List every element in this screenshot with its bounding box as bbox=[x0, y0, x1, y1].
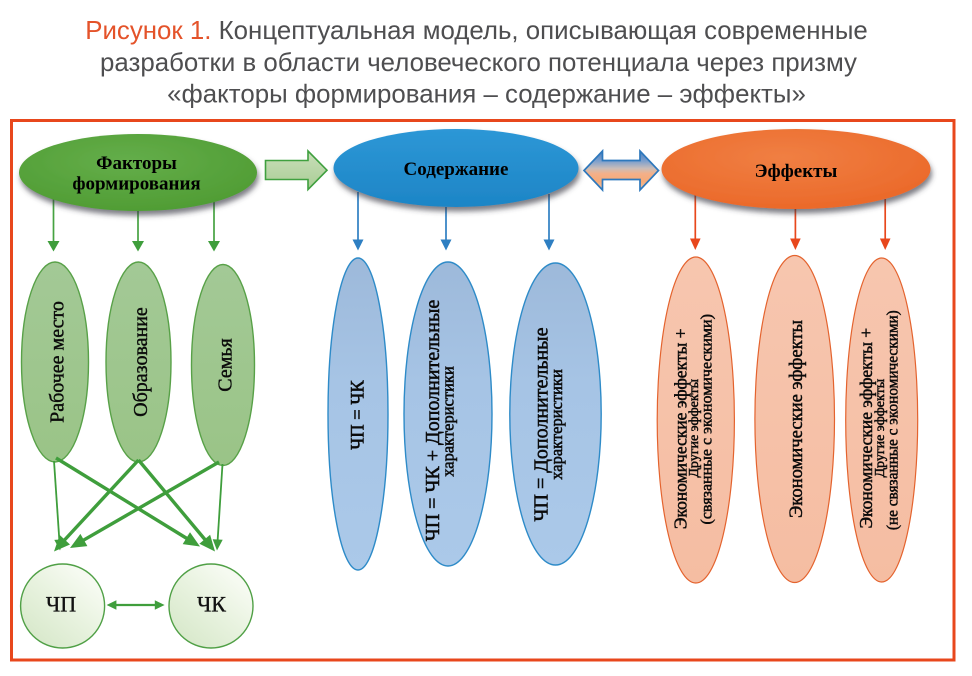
svg-text:ЧП: ЧП bbox=[46, 592, 76, 617]
svg-text:ЧП = ЧК + Дополнительные: ЧП = ЧК + Дополнительные bbox=[422, 300, 444, 542]
svg-text:(связанные с экономическими): (связанные с экономическими) bbox=[699, 314, 716, 524]
svg-text:Образование: Образование bbox=[130, 307, 152, 417]
svg-text:характеристики: характеристики bbox=[547, 369, 566, 480]
svg-text:Эффекты: Эффекты bbox=[755, 161, 838, 182]
svg-text:Рисунок 1. Концептуальная моде: Рисунок 1. Концептуальная модель, описыв… bbox=[85, 17, 868, 45]
svg-text:Другие эффекты: Другие эффекты bbox=[873, 378, 888, 477]
svg-text:ЧП = Дополнительные: ЧП = Дополнительные bbox=[531, 327, 553, 521]
svg-text:характеристики: характеристики bbox=[439, 366, 458, 477]
svg-text:ЧК: ЧК bbox=[197, 592, 226, 617]
svg-text:формирования: формирования bbox=[72, 174, 200, 195]
svg-text:Другие эффекты: Другие эффекты bbox=[687, 378, 702, 477]
svg-text:Экономические эффекты +: Экономические эффекты + bbox=[856, 328, 876, 529]
svg-text:(не связанные с экономическими: (не связанные с экономическими) bbox=[884, 310, 901, 530]
svg-text:Рабочее место: Рабочее место bbox=[47, 301, 69, 423]
svg-text:Содержание: Содержание bbox=[404, 159, 509, 180]
svg-text:Факторы: Факторы bbox=[96, 153, 177, 174]
svg-text:«факторы формирования – содерж: «факторы формирования – содержание – эфф… bbox=[167, 81, 806, 109]
svg-text:Экономические эффекты +: Экономические эффекты + bbox=[670, 328, 690, 529]
svg-text:Семья: Семья bbox=[215, 338, 237, 391]
svg-text:ЧП = ЧК: ЧП = ЧК bbox=[348, 380, 368, 450]
svg-text:разработки в области человечес: разработки в области человеческого потен… bbox=[100, 49, 857, 77]
svg-text:Экономические эффекты: Экономические эффекты bbox=[786, 319, 807, 518]
